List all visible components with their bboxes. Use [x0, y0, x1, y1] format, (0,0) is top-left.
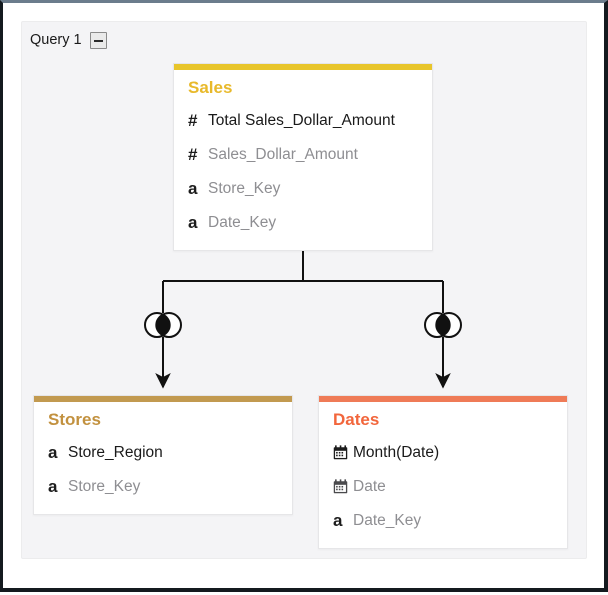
- table-card-dates[interactable]: Dates: [318, 395, 568, 549]
- table-accent-stores: [34, 396, 292, 402]
- field-row[interactable]: a Store_Key: [174, 172, 432, 206]
- field-label: Total Sales_Dollar_Amount: [208, 111, 395, 129]
- collapse-query-button[interactable]: [89, 32, 107, 49]
- number-icon: #: [188, 144, 198, 164]
- field-label: Store_Region: [68, 443, 163, 461]
- text-icon: a: [188, 178, 198, 198]
- field-list-sales: # Total Sales_Dollar_Amount # Sales_Doll…: [174, 104, 432, 240]
- field-label: Date: [353, 477, 386, 495]
- table-title-dates: Dates: [333, 410, 380, 429]
- text-icon: a: [333, 510, 343, 530]
- field-label: Date_Key: [353, 511, 422, 529]
- field-label: Month(Date): [353, 443, 440, 461]
- field-list-dates: Month(Date): [319, 436, 567, 538]
- field-row[interactable]: a Store_Key: [34, 470, 292, 504]
- table-accent-sales: [174, 64, 432, 70]
- field-row[interactable]: a Date_Key: [174, 206, 432, 240]
- query-header: Query 1: [30, 32, 107, 49]
- table-card-sales[interactable]: Sales # Total Sales_Dollar_Amount # Sale…: [173, 63, 433, 251]
- text-icon: a: [48, 476, 58, 496]
- field-row[interactable]: # Total Sales_Dollar_Amount: [174, 104, 432, 138]
- number-icon: #: [188, 110, 198, 130]
- field-label: Sales_Dollar_Amount: [208, 145, 358, 163]
- field-row[interactable]: Date: [319, 470, 567, 504]
- table-card-stores[interactable]: Stores a Store_Region a Store_Key: [33, 395, 293, 515]
- field-label: Store_Key: [68, 477, 141, 495]
- minus-icon: [93, 39, 103, 42]
- calendar-icon: [333, 479, 353, 494]
- field-row[interactable]: # Sales_Dollar_Amount: [174, 138, 432, 172]
- table-title-stores: Stores: [48, 410, 101, 429]
- field-row[interactable]: Month(Date): [319, 436, 567, 470]
- text-icon: a: [188, 212, 198, 232]
- calendar-icon: [333, 445, 353, 460]
- query-title: Query 1: [30, 32, 82, 49]
- field-list-stores: a Store_Region a Store_Key: [34, 436, 292, 504]
- text-icon: a: [48, 442, 58, 462]
- field-label: Date_Key: [208, 213, 277, 231]
- table-accent-dates: [319, 396, 567, 402]
- field-label: Store_Key: [208, 179, 281, 197]
- field-row[interactable]: a Store_Region: [34, 436, 292, 470]
- table-title-sales: Sales: [188, 78, 233, 97]
- field-row[interactable]: a Date_Key: [319, 504, 567, 538]
